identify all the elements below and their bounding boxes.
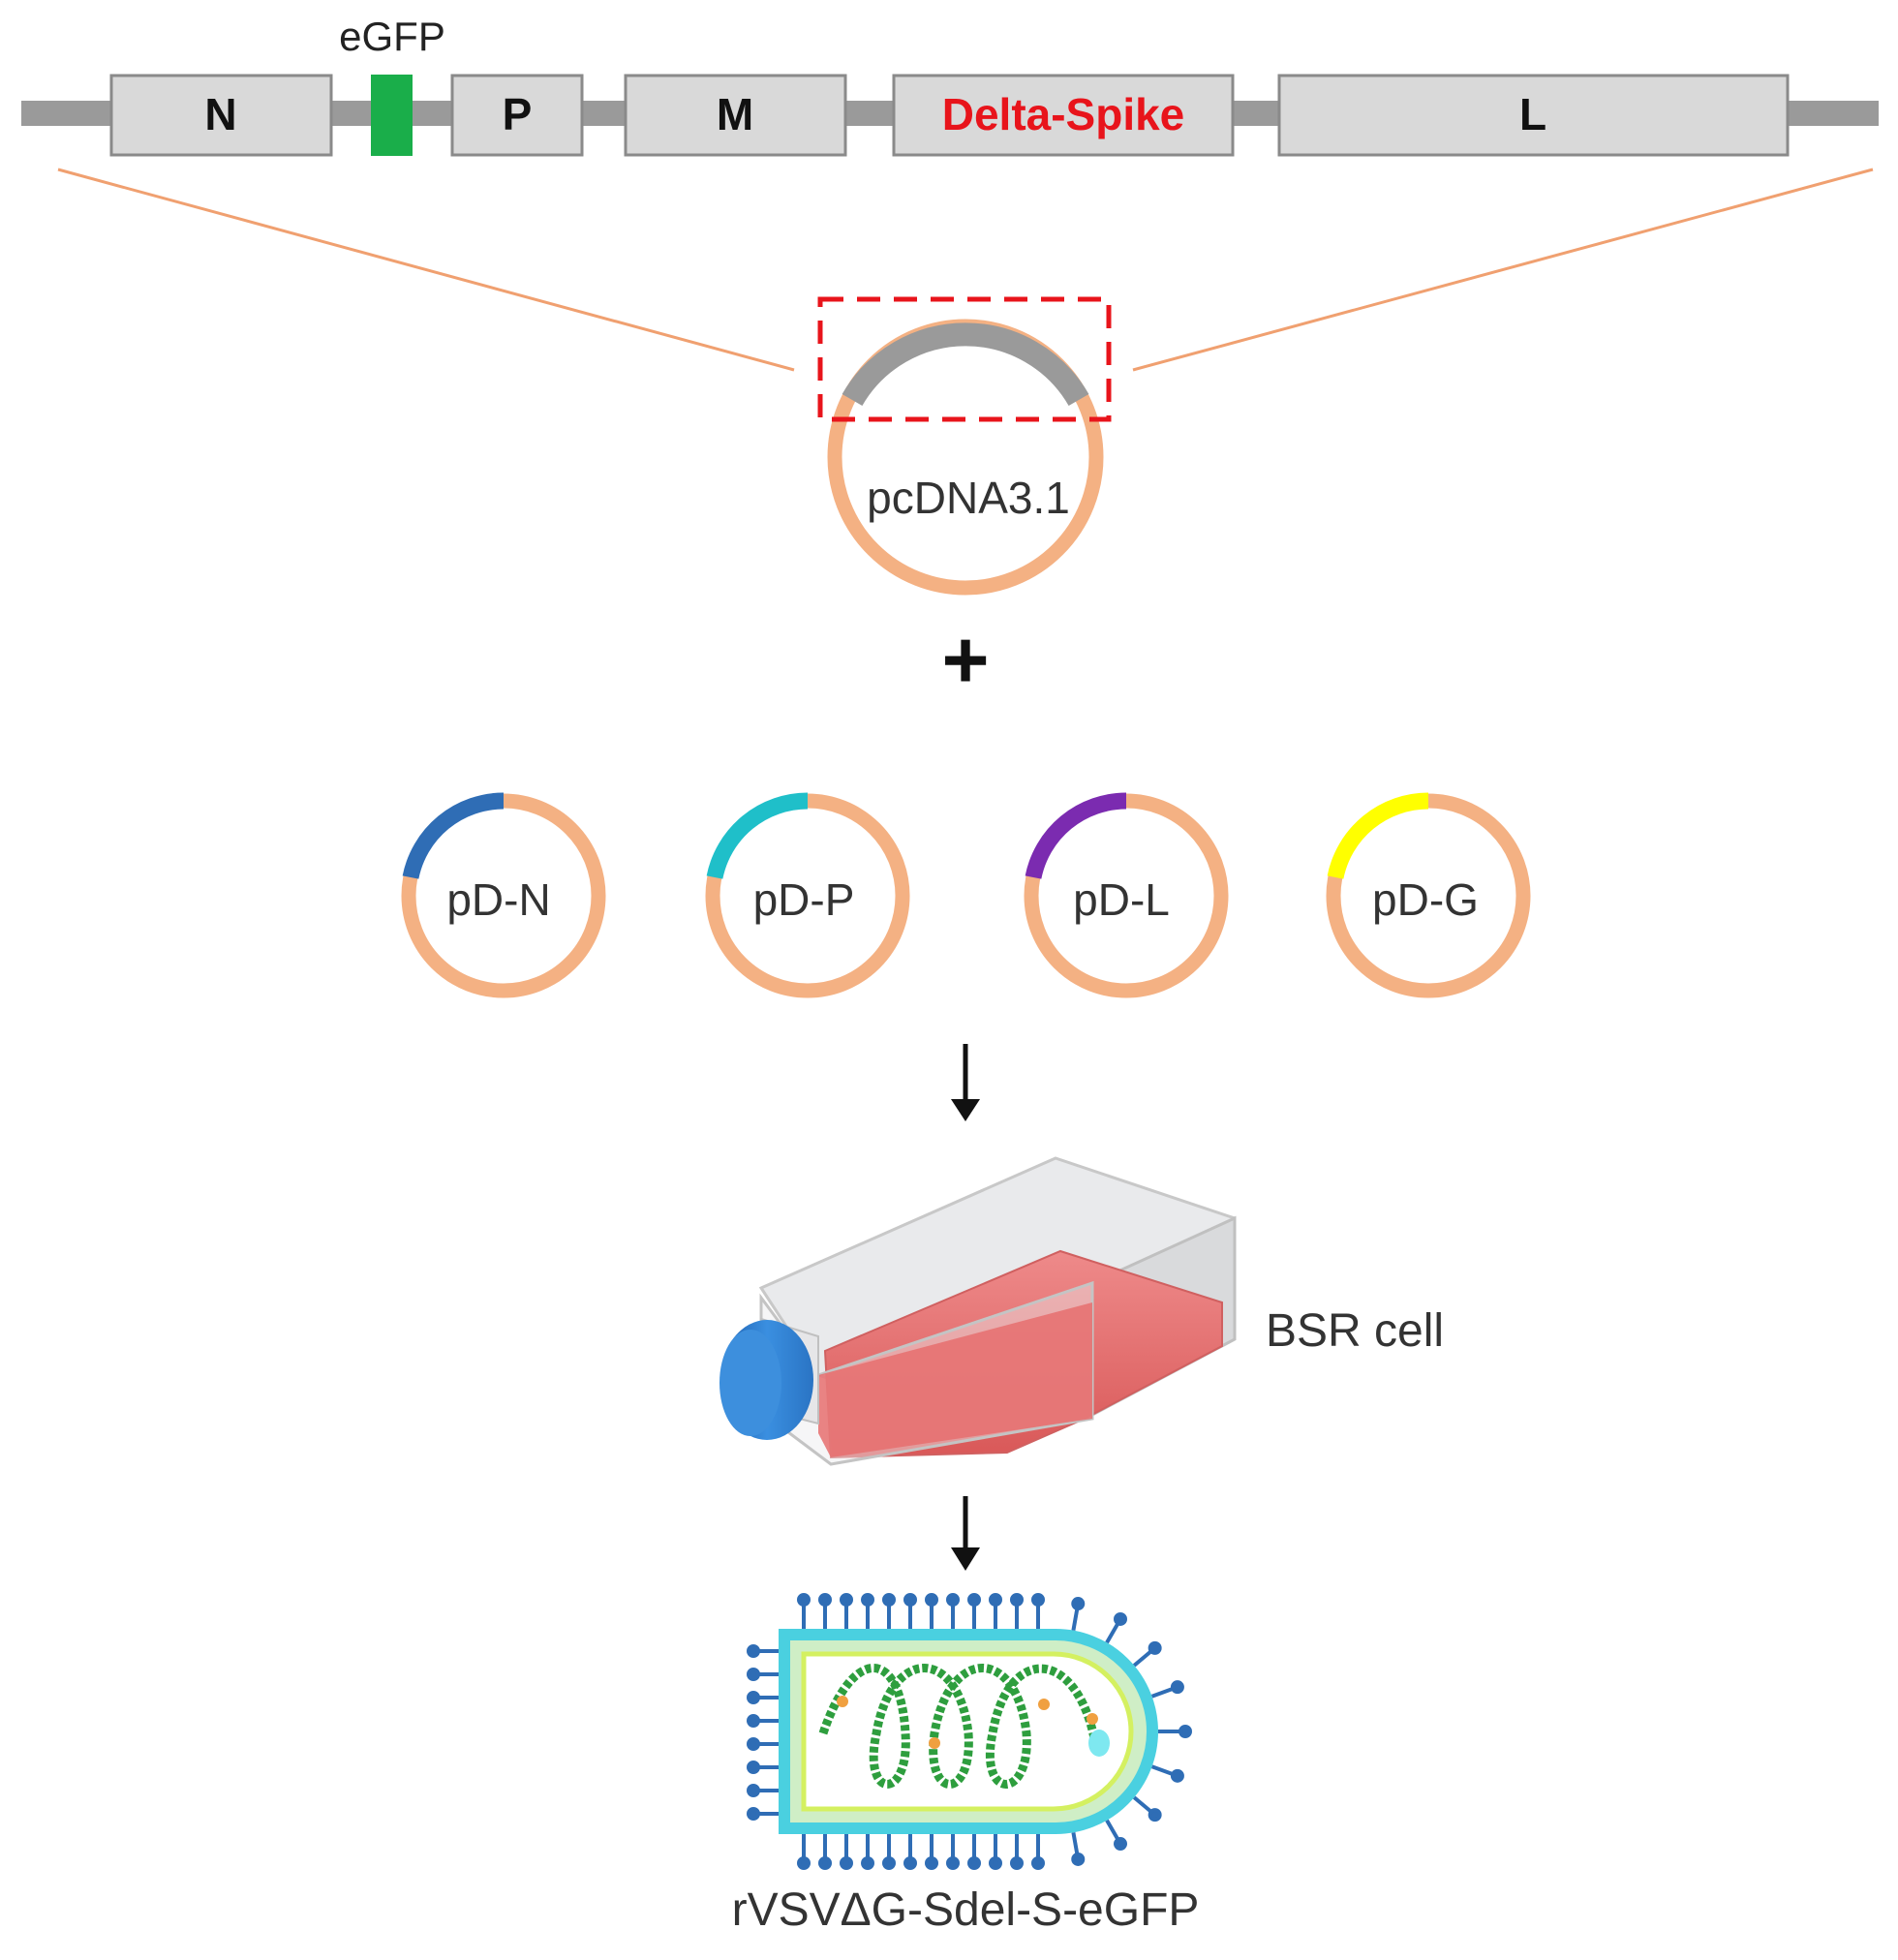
helper-insert-arc [1025,792,1127,879]
spike-head [1071,1597,1086,1611]
spike-head [967,1856,981,1870]
gene-box-m: M [624,74,847,157]
spike-head [797,1593,811,1607]
virus-polymerase [1088,1730,1110,1757]
helper-insert-arc [1327,792,1429,879]
spike-head [818,1856,832,1870]
gene-box-l: L [1277,74,1790,157]
virus-spikes [747,1593,1192,1870]
genome-map: N eGFP P M Delta-Spike L [21,14,1879,157]
spike-head [1031,1593,1045,1607]
culture-flask [719,1156,1237,1466]
guide-line-left [57,168,795,372]
flask-cap-face [719,1330,781,1436]
gene-box-p: P [450,74,584,157]
spike-head [882,1856,896,1870]
helper-plasmid-pd-g: pD-G [1326,792,1531,998]
helper-plasmid-pd-n: pD-N [401,792,606,998]
spike-head [1010,1593,1024,1607]
cell-label: BSR cell [1266,1305,1444,1357]
virus-protein-dot [929,1737,940,1749]
gene-box-delta-spike: Delta-Spike [892,74,1235,157]
spike-head [1170,1680,1184,1695]
egfp-label: eGFP [339,14,445,59]
spike-head [989,1856,1002,1870]
main-plasmid-label: pcDNA3.1 [867,473,1070,523]
spike-head [989,1593,1002,1607]
plus-sign: + [941,614,989,705]
spike-head [1010,1856,1024,1870]
spike-head [882,1593,896,1607]
helper-plasmid-label: pD-L [1073,874,1170,925]
spike-head [946,1856,960,1870]
virus-particle [747,1593,1192,1870]
guide-line-right [1132,168,1874,372]
spike-head [747,1807,760,1821]
spike-head [1031,1856,1045,1870]
virus-nucleocapsid [818,1664,1099,1789]
spike-head [840,1856,853,1870]
insert-arc [842,322,1089,407]
helper-plasmid-label: pD-P [753,874,855,925]
spike-head [925,1856,938,1870]
gene-label-l: L [1519,89,1546,139]
helper-plasmid-label: pD-N [446,874,550,925]
spike-head [925,1593,938,1607]
arrow-head-2 [951,1547,980,1571]
spike-head [1179,1725,1192,1738]
spike-head [747,1784,760,1797]
spike-head [1148,1808,1162,1822]
spike-head [1114,1837,1127,1852]
spike-head [747,1668,760,1681]
virus-inner-membrane [801,1651,1134,1812]
helper-plasmid-pd-l: pD-L [1024,792,1229,998]
spike-head [1114,1611,1127,1626]
gene-label-delta-spike: Delta-Spike [942,89,1185,139]
spike-head [903,1856,917,1870]
spike-head [747,1691,760,1704]
helper-plasmid-label: pD-G [1372,874,1479,925]
virus-protein-dot [837,1696,848,1707]
spike-head [1170,1768,1184,1783]
spike-head [747,1714,760,1728]
main-plasmid: pcDNA3.1 [817,296,1112,596]
flask-medium-front [818,1302,1092,1457]
helper-insert-arc [706,792,809,879]
gene-label-n: N [204,89,236,139]
spike-head [747,1644,760,1658]
spike-head [967,1593,981,1607]
helper-plasmid-pd-p: pD-P [705,792,910,998]
spike-head [903,1593,917,1607]
spike-head [747,1761,760,1774]
spike-head [840,1593,853,1607]
gene-label-m: M [717,89,753,139]
spike-head [946,1593,960,1607]
spike-head [1148,1640,1162,1655]
virus-protein-dot [1038,1699,1050,1710]
spike-head [747,1737,760,1751]
virus-label: rVSVΔG-Sdel-S-eGFP [732,1884,1200,1936]
spike-head [797,1856,811,1870]
gene-box-n: N [109,74,333,157]
egfp-marker: eGFP [339,14,445,156]
spike-head [1071,1852,1086,1866]
gene-label-p: P [503,89,533,139]
insert-highlight-box [817,296,1112,422]
spike-head [861,1856,874,1870]
spike-head [818,1593,832,1607]
virus-protein-dot [1087,1713,1098,1725]
arrow-head-1 [951,1099,980,1121]
spike-head [861,1593,874,1607]
helper-insert-arc [402,792,505,879]
